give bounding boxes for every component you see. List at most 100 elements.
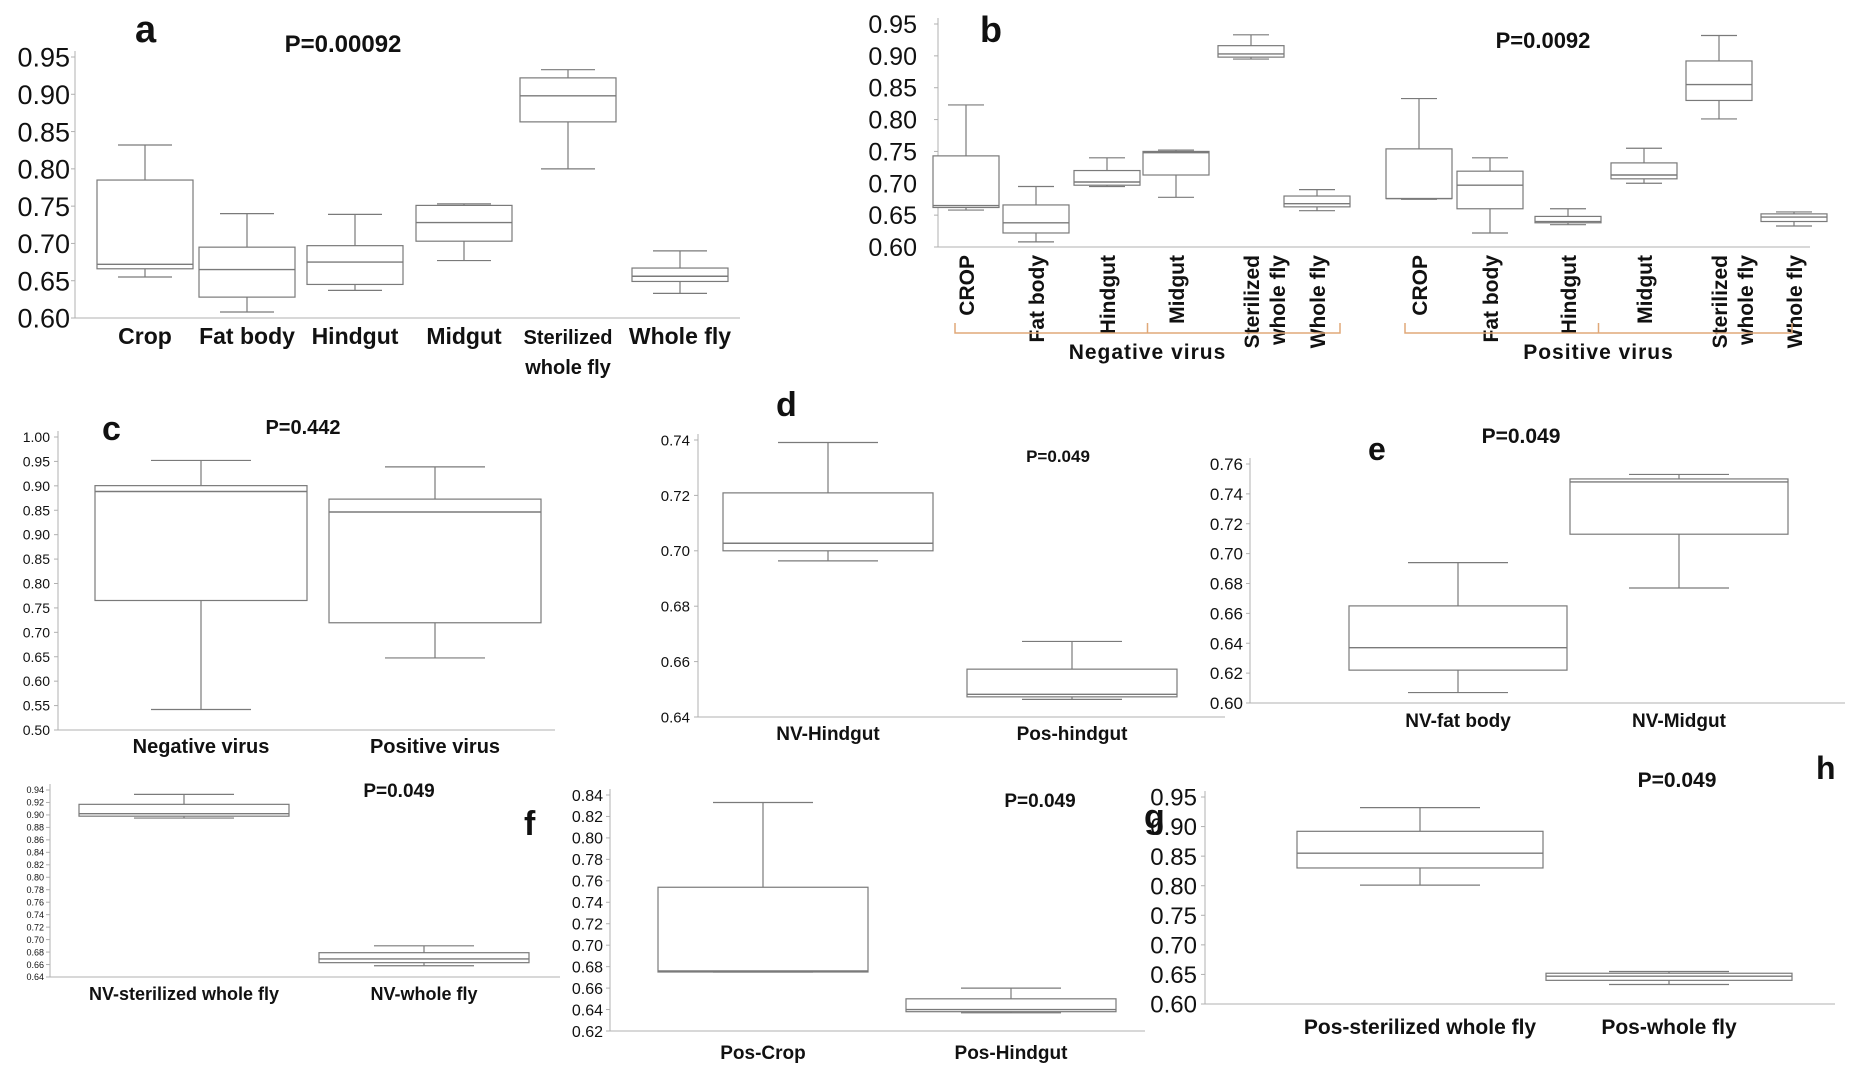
y-tick-label: 0.84 (572, 788, 603, 805)
box-iqr (519, 77, 617, 123)
x-category-label: Midgut (1166, 255, 1189, 324)
p-value-label: P=0.049 (363, 781, 434, 802)
panel-label: d (776, 386, 797, 424)
p-value-label: P=0.0092 (1496, 28, 1591, 53)
x-category-label: NV-fat body (1405, 711, 1511, 732)
y-tick-label: 0.86 (26, 835, 44, 845)
y-tick-label: 0.85 (17, 117, 70, 147)
y-tick-label: 0.70 (23, 624, 50, 640)
y-tick-label: 0.85 (23, 551, 50, 567)
y-tick-label: 0.74 (1210, 485, 1243, 504)
y-tick-label: 0.95 (868, 11, 917, 39)
y-tick-label: 0.66 (572, 981, 603, 998)
x-category-label: Hindgut (1097, 255, 1120, 334)
chart-panel-g: 0.840.820.800.780.760.740.720.700.680.66… (572, 788, 1165, 1064)
box-e-1 (1569, 473, 1789, 589)
y-tick-label: 0.78 (572, 852, 603, 869)
x-category-label: Midgut (426, 323, 502, 349)
x-category-label-group: Hindgut (1558, 255, 1581, 334)
y-tick-label: 0.64 (26, 972, 44, 982)
x-category-label: Pos-whole fly (1601, 1016, 1737, 1039)
panel-label: g (1144, 798, 1165, 836)
y-tick-label: 0.75 (17, 192, 70, 222)
y-tick-label: 0.74 (661, 432, 690, 449)
y-tick-label: 0.70 (17, 229, 70, 259)
x-category-label-group: Midgut (1634, 255, 1657, 324)
x-category-label: Negative virus (133, 736, 270, 758)
box-iqr (1569, 478, 1789, 535)
y-tick-label: 0.55 (23, 698, 50, 714)
x-category-label-group: CROP (1409, 255, 1432, 316)
box-b-1 (1002, 185, 1070, 243)
y-tick-label: 0.60 (868, 234, 917, 262)
x-category-label: Whole fly (1307, 255, 1330, 349)
box-iqr (1534, 215, 1602, 224)
x-category-label: Fat body (199, 323, 295, 349)
x-category-label: Fat body (1026, 255, 1049, 343)
box-iqr (78, 803, 290, 817)
y-tick-label: 0.76 (26, 897, 44, 907)
panel-label: a (135, 9, 157, 51)
x-category-label-group: CROP (956, 255, 979, 316)
y-tick-label: 0.65 (23, 649, 50, 665)
x-category-label: Pos-hindgut (1017, 724, 1128, 745)
x-category-label: Positive virus (370, 736, 500, 758)
box-b-6 (1385, 97, 1453, 200)
y-tick-label: 0.90 (26, 810, 44, 820)
y-tick-label: 0.88 (26, 823, 44, 833)
box-h-0 (1296, 807, 1544, 886)
x-category-label: Sterilized (1709, 255, 1732, 348)
x-category-label: whole fly (524, 357, 611, 379)
y-tick-label: 0.70 (868, 170, 917, 198)
box-iqr (1610, 162, 1678, 180)
y-tick-label: 0.64 (661, 709, 690, 726)
y-tick-label: 0.85 (868, 75, 917, 103)
x-category-label: Sterilized (524, 327, 613, 349)
panel-label: e (1368, 431, 1386, 467)
chart-panel-h: 0.950.900.850.800.750.700.650.60Pos-ster… (1150, 750, 1835, 1039)
box-b-11 (1760, 211, 1828, 227)
y-tick-label: 0.68 (572, 959, 603, 976)
y-tick-label: 0.72 (661, 488, 690, 505)
box-iqr (318, 952, 530, 964)
p-value-label: P=0.049 (1004, 791, 1075, 812)
panel-label: c (102, 410, 121, 448)
y-tick-label: 0.60 (17, 304, 70, 334)
y-tick-label: 0.65 (1150, 962, 1197, 989)
box-iqr (1296, 830, 1544, 869)
x-category-label: Pos-sterilized whole fly (1304, 1016, 1537, 1039)
box-f-1 (318, 945, 530, 967)
y-tick-label: 0.64 (572, 1002, 603, 1019)
x-category-label: Whole fly (629, 323, 731, 349)
y-tick-label: 0.84 (26, 848, 44, 858)
x-category-label: Sterilized (1241, 255, 1264, 348)
box-h-1 (1545, 970, 1793, 986)
y-tick-label: 0.90 (23, 478, 50, 494)
y-tick-label: 0.70 (661, 543, 690, 560)
panel-label: f (524, 805, 536, 843)
x-category-label: CROP (1409, 255, 1432, 316)
y-tick-label: 0.94 (26, 785, 44, 795)
box-b-9 (1610, 147, 1678, 184)
box-a-2 (306, 213, 404, 292)
panel-label: h (1816, 750, 1836, 786)
x-category-label: Crop (118, 323, 172, 349)
y-tick-label: 0.70 (572, 938, 603, 955)
box-iqr (932, 155, 1000, 209)
y-tick-label: 0.70 (1150, 932, 1197, 959)
y-tick-label: 0.72 (26, 922, 44, 932)
x-category-label-group: Fat body (1480, 255, 1503, 343)
group-bracket (1404, 323, 1793, 334)
y-tick-label: 0.90 (23, 527, 50, 543)
y-tick-label: 0.75 (23, 600, 50, 616)
box-iqr (966, 668, 1178, 698)
box-g-0 (657, 801, 869, 973)
box-b-4 (1217, 34, 1285, 60)
x-category-label: CROP (956, 255, 979, 316)
x-category-label-group: Midgut (1166, 255, 1189, 324)
box-iqr (1685, 60, 1753, 102)
p-value-label: P=0.049 (1026, 447, 1090, 466)
y-tick-label: 0.90 (1150, 814, 1197, 841)
y-tick-label: 0.70 (1210, 545, 1243, 564)
